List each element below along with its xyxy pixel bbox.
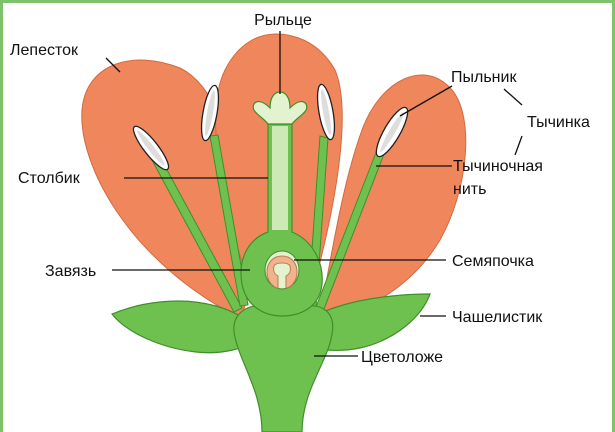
label-filament-line1: Тычиночная xyxy=(453,158,543,175)
leader-stamen-upper xyxy=(504,89,522,105)
label-sepal: Чашелистик xyxy=(452,309,543,326)
receptacle-shape xyxy=(234,306,333,432)
label-receptacle: Цветоложе xyxy=(361,349,443,366)
label-petal: Лепесток xyxy=(10,42,79,59)
label-style: Столбик xyxy=(18,170,81,187)
label-ovary: Завязь xyxy=(45,263,96,280)
style-highlight xyxy=(272,126,288,230)
leader-stamen-lower xyxy=(515,136,522,155)
label-stigma: Рыльце xyxy=(254,12,312,29)
label-stamen: Тычинка xyxy=(527,114,590,131)
label-anther: Пыльник xyxy=(451,69,517,86)
label-ovule: Семяпочка xyxy=(452,253,534,270)
label-filament-line2: нить xyxy=(453,181,486,198)
